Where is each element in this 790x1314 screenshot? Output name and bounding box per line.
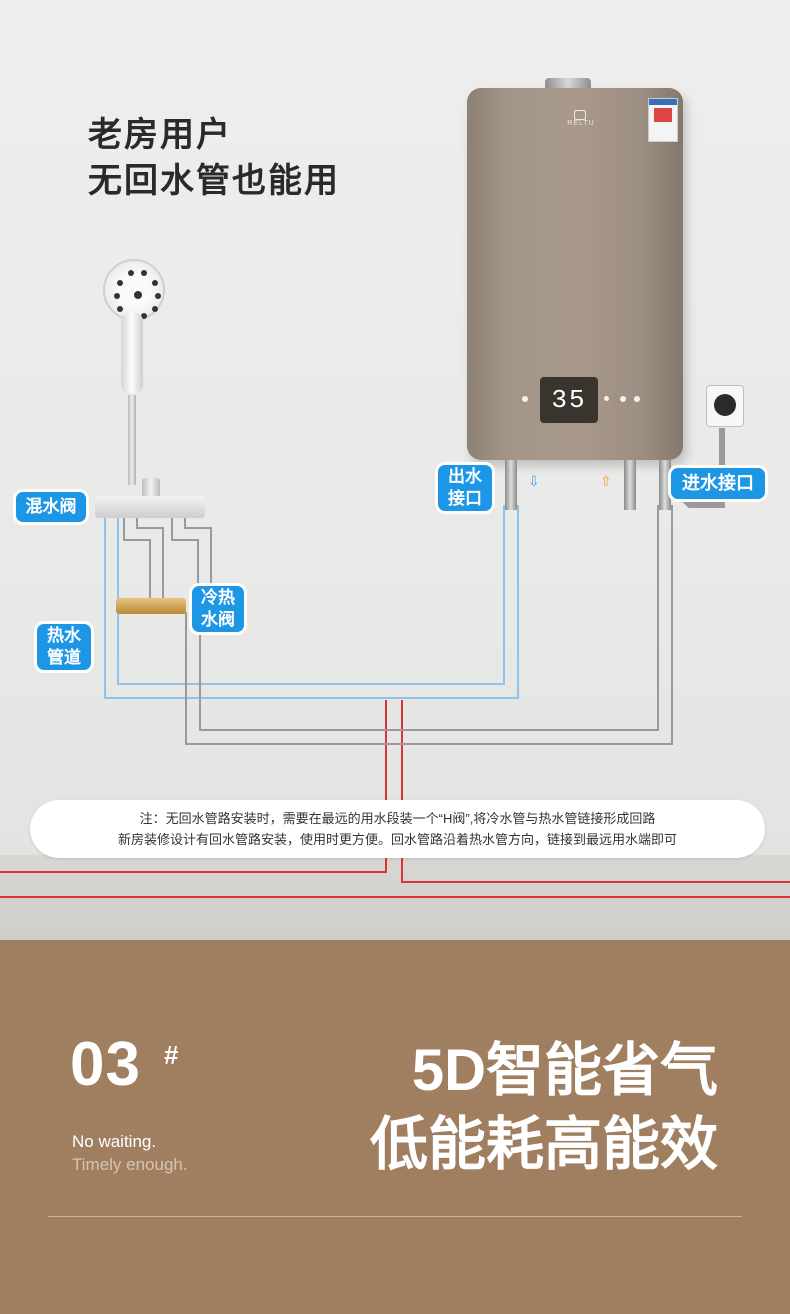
h-valve (116, 598, 186, 614)
right-arrow-icon[interactable] (604, 396, 609, 401)
callout-outlet: 出水 接口 (438, 465, 492, 511)
headline-line-2: 无回水管也能用 (88, 162, 340, 200)
floor-hot-lines (0, 700, 790, 898)
outlet-arrow-icon: ⇩ (528, 474, 540, 490)
headline-line-1: 老房用户 (88, 116, 232, 154)
feature-number-mark: # (164, 1040, 179, 1070)
feature-title-line-2: 低能耗高能效 (369, 1112, 718, 1177)
callout-hot-cold-valve-line-1: 冷热 (201, 588, 235, 607)
callout-inlet-label: 进水接口 (682, 473, 754, 493)
mixing-valve-body (95, 496, 205, 518)
hot-supply-pipe (123, 505, 673, 745)
shower-rail (128, 395, 136, 485)
callout-hot-cold-valve: 冷热 水阀 (192, 586, 244, 632)
energy-label (648, 98, 678, 142)
cold-return-pipe (104, 505, 519, 699)
brand-logo-icon (574, 110, 586, 120)
installation-note: 注：无回水管路安装时，需要在最远的用水段装一个“H阀”,将冷水管与热水管链接形成… (30, 800, 765, 858)
feature-number: 03 (70, 1030, 141, 1099)
callout-hot-pipe: 热水 管道 (37, 624, 91, 670)
valve-knob (142, 478, 160, 498)
gas-stub (624, 460, 636, 510)
outlet-stub (505, 460, 517, 510)
headline: 老房用户 无回水管也能用 (88, 112, 340, 204)
shower-handle (121, 313, 143, 393)
feature-title-line-1: 5D智能省气 (411, 1038, 718, 1103)
inlet-arrow-icon: ⇧ (600, 474, 612, 490)
heater-brand: RELTU (567, 120, 595, 127)
callout-hot-pipe-line-1: 热水 (47, 626, 81, 645)
settings-button-icon[interactable] (634, 396, 640, 402)
installation-scene: ⇩ ⇧ 老房用户 无回水管也能用 RELTU 35 出水 接口 进水接口 (0, 0, 790, 940)
note-line-2: 新房装修设计有回水管路安装，使用时更方便。回水管路沿着热水管方向，链接到最远用水… (117, 832, 677, 847)
inlet-stub (659, 460, 671, 510)
temperature-display: 35 (540, 377, 598, 423)
note-line-1: 注：无回水管路安装时，需要在最远的用水段装一个“H阀”,将冷水管与热水管链接形成… (139, 811, 656, 826)
power-button-icon[interactable] (522, 396, 528, 402)
callout-mixing-valve-label: 混水阀 (25, 497, 77, 516)
callout-mixing-valve: 混水阀 (16, 492, 86, 522)
mode-button-icon[interactable] (620, 396, 626, 402)
tagline-secondary: Timely enough. (72, 1155, 188, 1174)
pipe-diagram: ⇩ ⇧ (0, 428, 790, 898)
tagline-primary: No waiting. (72, 1132, 157, 1151)
feature-panel (0, 940, 790, 1314)
divider (48, 1216, 742, 1217)
callout-inlet: 进水接口 (671, 468, 765, 499)
callout-outlet-line-1: 出水 (448, 467, 482, 486)
callout-outlet-line-2: 接口 (448, 489, 482, 508)
power-socket (706, 385, 744, 427)
callout-hot-cold-valve-line-2: 水阀 (201, 610, 235, 629)
callout-hot-pipe-line-2: 管道 (47, 648, 81, 667)
